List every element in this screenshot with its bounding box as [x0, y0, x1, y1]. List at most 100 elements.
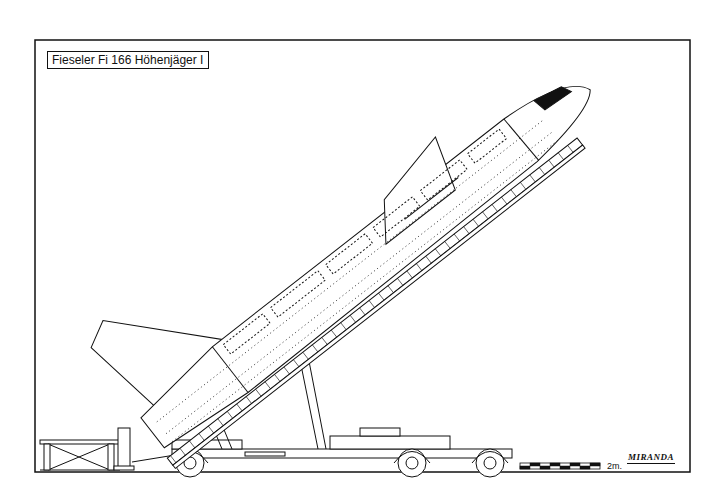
rivet-line: [166, 132, 552, 434]
rivet-line: [172, 140, 558, 442]
rail-rung: [246, 397, 252, 404]
rail-rung: [558, 153, 564, 160]
launch-trailer: [330, 436, 450, 449]
panel: [420, 160, 467, 200]
scale-segment: [580, 466, 590, 469]
missile-airframe: [76, 0, 616, 468]
rail-rung: [199, 433, 205, 440]
launch-trailer: [406, 457, 418, 469]
rail-rung: [341, 323, 347, 330]
ground-stand: [118, 428, 130, 468]
rail-rung: [426, 256, 432, 263]
rail-rung: [549, 160, 555, 167]
rail-rung: [170, 456, 176, 463]
launch-trailer: [360, 428, 400, 436]
scale-segment: [530, 463, 540, 466]
rail-rung: [445, 241, 451, 248]
ground-stand: [40, 428, 134, 470]
scale-bar: [520, 463, 600, 469]
rail-rung: [483, 212, 489, 219]
scale-segment: [520, 466, 530, 469]
rail-rung: [303, 352, 309, 359]
scale-segment: [570, 463, 580, 466]
ground-stand: [44, 444, 50, 470]
label-holder: MIRANDA: [627, 452, 675, 464]
launch-trailer: [476, 449, 504, 477]
scale-segment: [540, 466, 550, 469]
launch-trailer: [172, 449, 512, 458]
rail-rung: [237, 404, 243, 411]
title: Fieseler Fi 166 Höhenjäger I: [52, 53, 203, 67]
panel: [223, 314, 270, 354]
rivet-line: [157, 120, 543, 422]
panel: [373, 197, 420, 237]
launch-rail: [167, 138, 582, 465]
rail-rung: [293, 360, 299, 367]
launch-trailer: [308, 356, 326, 449]
rail-rung: [511, 190, 517, 197]
rail-rung: [180, 448, 186, 455]
ground-stand: [48, 444, 110, 470]
rail-rung: [312, 345, 318, 352]
ground-stand: [48, 444, 110, 470]
rail-rung: [397, 278, 403, 285]
launch-rail: [167, 138, 585, 468]
rail-rung: [530, 175, 536, 182]
rail-rung: [520, 182, 526, 189]
rail-rung: [407, 271, 413, 278]
title-box: Fieseler Fi 166 Höhenjäger I: [47, 51, 209, 69]
signature: MIRANDA: [628, 452, 674, 462]
panel-lines: [144, 104, 558, 441]
launch-trailer: [300, 360, 318, 449]
rail-rung: [464, 227, 470, 234]
scale-segment: [550, 463, 560, 466]
ground-stand: [114, 466, 134, 470]
rail-rung: [331, 330, 337, 337]
rail-rung: [492, 204, 498, 211]
launch-trailer: [472, 452, 508, 464]
rail-rung: [360, 308, 366, 315]
rail-rung: [369, 300, 375, 307]
launch-rail: [173, 145, 585, 468]
sheet-frame: [35, 40, 690, 472]
panel: [326, 234, 373, 274]
rail-rung: [274, 374, 280, 381]
rail-rung: [227, 411, 233, 418]
launch-trailer: [245, 452, 285, 456]
wing: [353, 137, 469, 244]
rail-rung: [473, 219, 479, 226]
fuselage: [134, 66, 608, 454]
nose-joint: [504, 118, 539, 162]
rail-rung: [218, 419, 224, 426]
ground-stand: [108, 444, 114, 470]
rail-rung: [454, 234, 460, 241]
launch-trailer: [394, 452, 430, 464]
canopy: [534, 79, 571, 113]
rail-rung: [568, 145, 574, 152]
rail-rung: [379, 293, 385, 300]
rail-rung: [388, 286, 394, 293]
scale-label: 2m.: [607, 461, 622, 471]
scale-segment: [560, 466, 570, 469]
rail-rung: [208, 426, 214, 433]
rail-rung: [284, 367, 290, 374]
rail-rung: [416, 264, 422, 271]
wing-line: [405, 178, 459, 220]
launch-trailer: [484, 457, 496, 469]
rail-rung: [189, 441, 195, 448]
ground-stand: [40, 440, 120, 444]
rail-rung: [350, 315, 356, 322]
panel: [271, 271, 326, 317]
launch-trailer: [398, 449, 426, 477]
rail-rung: [322, 337, 328, 344]
label-holder: 2m.: [607, 461, 622, 471]
panel: [468, 129, 507, 163]
scale-segment: [590, 463, 600, 466]
rail-rung: [539, 168, 545, 175]
scale-outline: [520, 463, 600, 469]
rail-rung: [501, 197, 507, 204]
rail-rung: [265, 382, 271, 389]
rail-rung: [256, 389, 262, 396]
